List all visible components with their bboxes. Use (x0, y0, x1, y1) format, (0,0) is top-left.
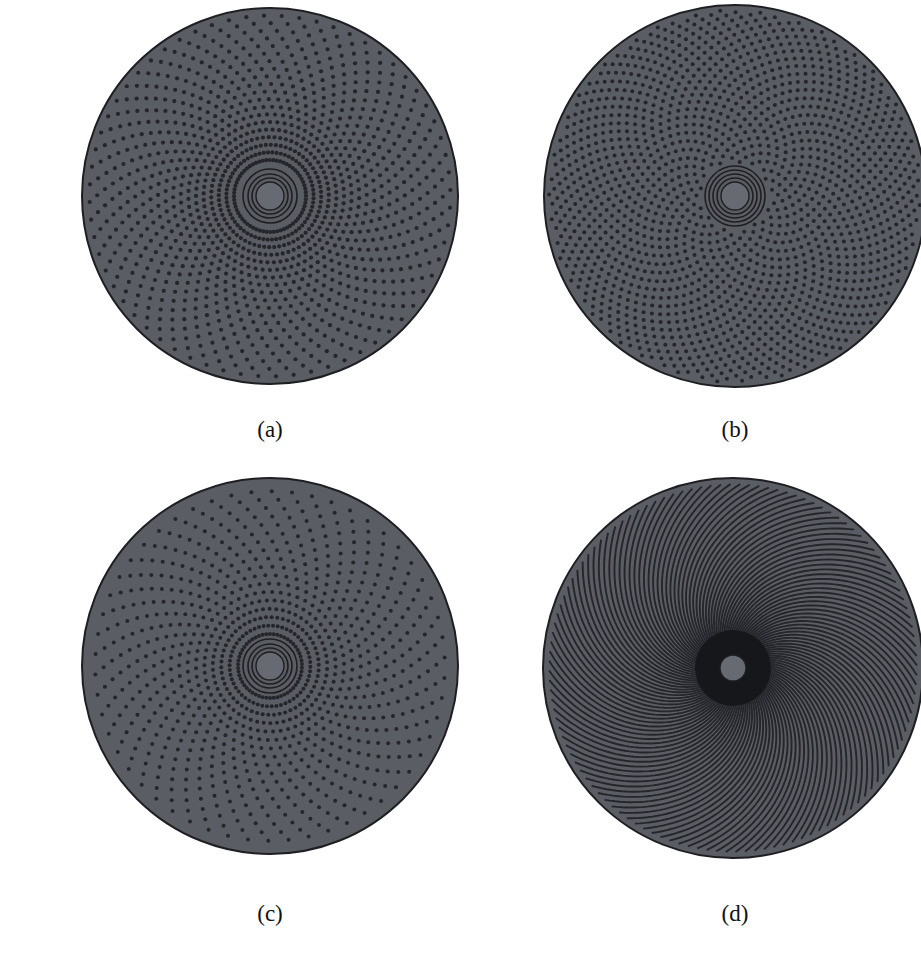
hub-rings (243, 169, 297, 223)
disc-body (544, 5, 921, 387)
hole-pattern (93, 489, 446, 843)
hub (721, 182, 749, 210)
hub (720, 655, 746, 681)
hole-pattern (88, 14, 453, 379)
groove-pattern (549, 484, 917, 852)
subfigure-label: (a) (257, 416, 283, 444)
spiral-disc (82, 478, 458, 854)
spiral-disc (543, 478, 921, 858)
dense-center (695, 630, 771, 706)
subfigure-label: (b) (722, 416, 749, 444)
disc-body (82, 8, 458, 384)
disc-body (543, 478, 921, 858)
disc-body (82, 478, 458, 854)
hub-rings (243, 639, 297, 693)
hub (256, 182, 284, 210)
subfigure-label: (c) (257, 900, 283, 928)
spiral-disc (82, 8, 458, 384)
spiral-disc (544, 5, 921, 387)
hub (256, 652, 284, 680)
hole-pattern (547, 9, 921, 383)
hub-rings (705, 166, 765, 226)
subfigure-label: (d) (722, 900, 749, 928)
